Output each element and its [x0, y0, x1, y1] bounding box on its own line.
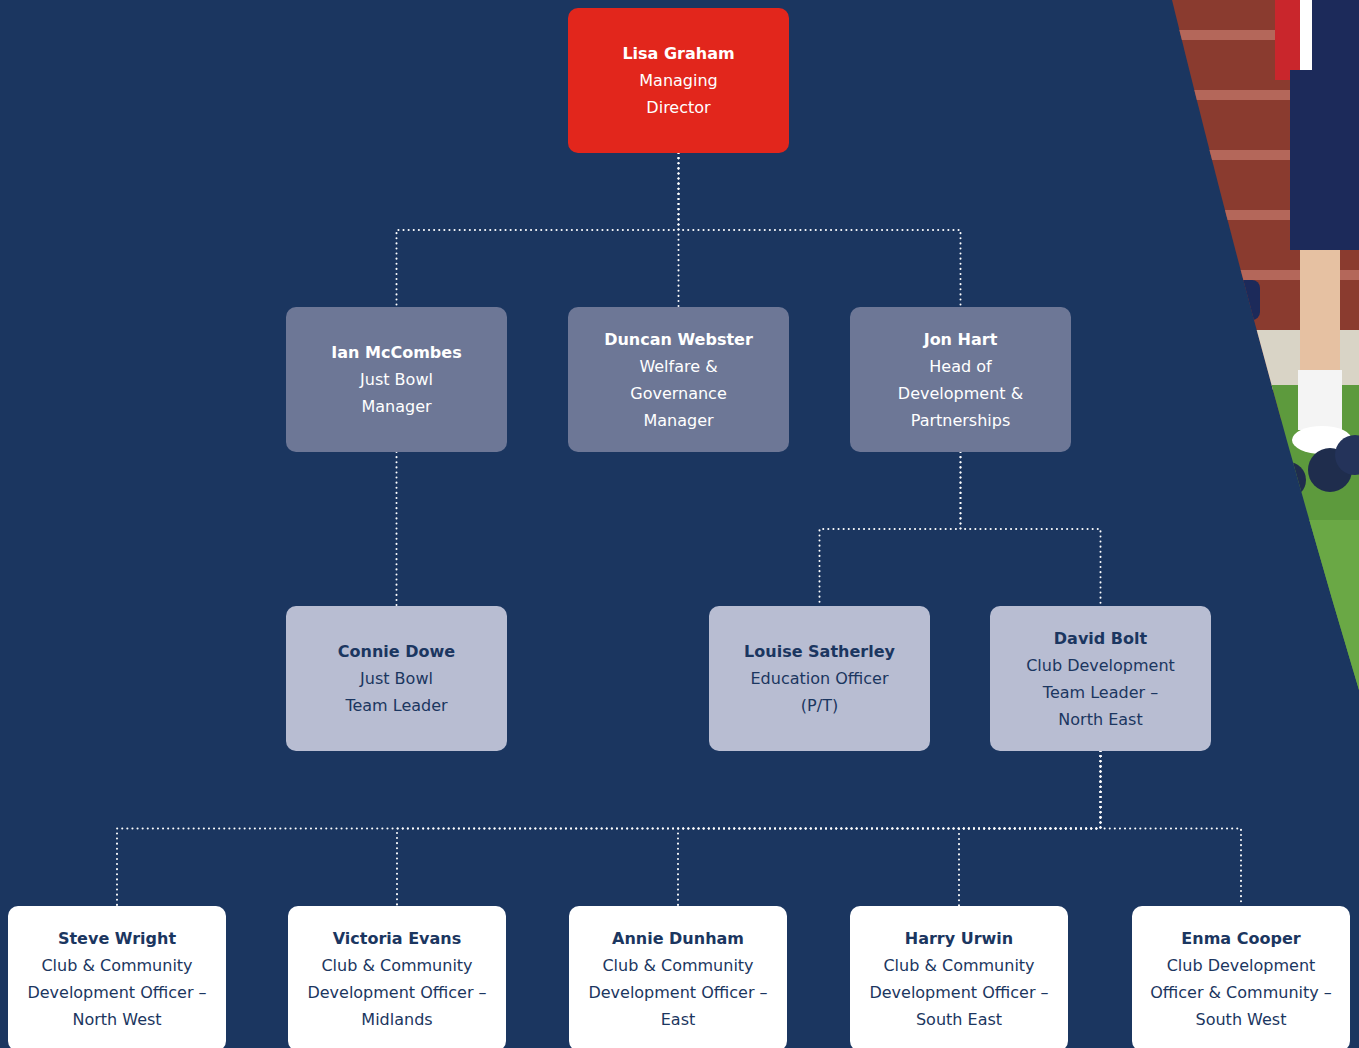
org-box: Victoria EvansClub & Community Developme…	[288, 906, 506, 1048]
dotted-connector	[1101, 751, 1242, 906]
job-title: Education Officer (P/T)	[735, 665, 905, 719]
org-box: Duncan WebsterWelfare & Governance Manag…	[568, 307, 789, 452]
org-box: Steve WrightClub & Community Development…	[8, 906, 226, 1048]
org-box: Lisa GrahamManaging Director	[568, 8, 789, 153]
dotted-connector	[396, 452, 398, 606]
dotted-connector	[678, 751, 1101, 906]
bowl	[1335, 435, 1359, 475]
org-box: Annie DunhamClub & Community Development…	[569, 906, 787, 1048]
org-box: Ian McCombesJust Bowl Manager	[286, 307, 507, 452]
person-name: Duncan Webster	[604, 326, 753, 353]
steps	[1150, 0, 1359, 420]
dotted-connector	[117, 751, 1101, 906]
job-title: Club & Community Development Officer – M…	[300, 952, 494, 1033]
person-name: Lisa Graham	[622, 40, 734, 67]
dotted-connector	[679, 153, 961, 307]
shirt	[1312, 0, 1359, 80]
dotted-connector	[397, 153, 679, 307]
bowl	[1270, 462, 1306, 498]
person-name: Steve Wright	[58, 925, 176, 952]
jack-stand	[1230, 400, 1234, 460]
job-title: Club Development Officer & Community – S…	[1144, 952, 1338, 1033]
org-box: David BoltClub Development Team Leader –…	[990, 606, 1211, 751]
job-title: Just Bowl Team Leader	[342, 665, 452, 719]
job-title: Head of Development & Partnerships	[888, 353, 1033, 434]
person-name: Harry Urwin	[905, 925, 1014, 952]
job-title: Club & Community Development Officer – S…	[862, 952, 1056, 1033]
person-name: Annie Dunham	[612, 925, 744, 952]
person-name: David Bolt	[1054, 625, 1147, 652]
job-title: Club & Community Development Officer – E…	[581, 952, 775, 1033]
person-name: Enma Cooper	[1181, 925, 1300, 952]
person-name: Connie Dowe	[338, 638, 455, 665]
bag	[1200, 280, 1260, 320]
dotted-connector	[397, 751, 1101, 906]
bowls-photo	[1150, 0, 1359, 705]
shorts	[1290, 70, 1359, 250]
org-box: Connie DoweJust Bowl Team Leader	[286, 606, 507, 751]
person-name: Ian McCombes	[331, 339, 461, 366]
shirt-stripe	[1275, 0, 1300, 80]
dotted-connector	[959, 751, 1101, 906]
job-title: Club & Community Development Officer – N…	[20, 952, 214, 1033]
sock	[1298, 370, 1342, 430]
job-title: Welfare & Governance Manager	[624, 353, 734, 434]
dotted-connector	[820, 452, 961, 606]
org-box: Louise SatherleyEducation Officer (P/T)	[709, 606, 930, 751]
job-title: Just Bowl Manager	[342, 366, 452, 420]
person-name: Victoria Evans	[333, 925, 462, 952]
job-title: Managing Director	[624, 67, 734, 121]
org-box: Harry UrwinClub & Community Development …	[850, 906, 1068, 1048]
person-name: Jon Hart	[924, 326, 998, 353]
org-box: Enma CooperClub Development Officer & Co…	[1132, 906, 1350, 1048]
person-name: Louise Satherley	[744, 638, 895, 665]
shirt-stripe	[1300, 0, 1312, 80]
job-title: Club Development Team Leader – North Eas…	[1021, 652, 1181, 733]
dotted-connector	[961, 452, 1101, 606]
org-box: Jon HartHead of Development & Partnershi…	[850, 307, 1071, 452]
